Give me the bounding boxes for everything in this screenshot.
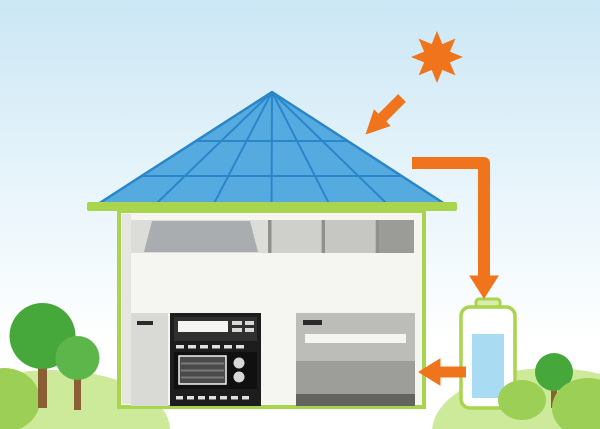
oven-window-grille: [181, 362, 224, 379]
arrow-battery-to-house: [418, 358, 466, 386]
button: [224, 345, 232, 349]
button: [200, 345, 208, 349]
button: [232, 321, 242, 325]
sun-core: [423, 43, 451, 71]
arrow-head: [418, 358, 441, 386]
arrow-sun-to-roof: [365, 94, 406, 135]
button-row-top: [176, 345, 244, 349]
panel-grid-line: [270, 91, 273, 207]
window-divider: [321, 220, 325, 253]
arrow-roof-to-battery: [412, 157, 499, 299]
button: [220, 396, 227, 400]
tree-canopy: [55, 336, 100, 380]
bush: [552, 378, 600, 429]
energy-flow-arrows: [365, 94, 499, 386]
solar-panel-grid: [141, 91, 402, 207]
button: [176, 345, 184, 349]
roof-eave: [87, 202, 457, 211]
button: [232, 328, 242, 332]
sun-icon: [411, 31, 463, 83]
tree-canopy: [535, 353, 573, 391]
dishwasher-door: [296, 361, 415, 394]
oven-knob: [233, 371, 245, 383]
wall-shade: [122, 214, 131, 404]
window-divider: [268, 220, 272, 253]
panel-grid-line: [271, 91, 332, 207]
panel-buttons: [232, 321, 254, 332]
battery-cell: [472, 334, 504, 398]
panel-grid-line: [153, 91, 273, 207]
dishwasher-base: [296, 394, 415, 406]
panel-grid-line: [211, 91, 273, 207]
far-left-bush: [0, 368, 40, 429]
button: [236, 345, 244, 349]
oven-knob: [233, 357, 245, 369]
arrow-shaft: [378, 94, 406, 122]
dishwasher-control-slot: [305, 334, 406, 343]
cabinet-handle: [137, 321, 153, 325]
storage-battery: [459, 297, 517, 410]
dishwasher: [296, 313, 415, 406]
panel-grid-line: [271, 91, 390, 207]
bush: [498, 380, 546, 420]
display-screen: [178, 321, 228, 332]
range-hood: [144, 221, 258, 252]
tall-cabinet: [131, 313, 168, 406]
tree-trunk: [551, 388, 557, 408]
house: [87, 90, 457, 409]
button-row-bottom: [176, 396, 249, 400]
button: [212, 345, 220, 349]
button: [242, 396, 249, 400]
button: [209, 396, 216, 400]
button: [245, 321, 254, 325]
button: [231, 396, 238, 400]
tree-trunk: [38, 356, 47, 408]
dishwasher-handle: [303, 320, 322, 325]
button: [176, 396, 183, 400]
window-panel: [271, 220, 321, 253]
arrow-head: [469, 275, 499, 299]
button: [187, 396, 194, 400]
kitchen-appliances: [131, 313, 415, 406]
arrow-shaft: [412, 157, 490, 278]
right-bushes: [498, 353, 600, 429]
upper-window-band: [131, 220, 414, 253]
window-panel: [325, 220, 375, 253]
window-divider: [375, 220, 379, 253]
button: [198, 396, 205, 400]
left-trees: [9, 303, 100, 410]
appliance-stack: [170, 313, 261, 406]
button: [245, 328, 254, 332]
button: [188, 345, 196, 349]
tree-trunk: [74, 376, 81, 410]
arrow-head: [365, 109, 391, 135]
window-panel: [379, 220, 414, 253]
